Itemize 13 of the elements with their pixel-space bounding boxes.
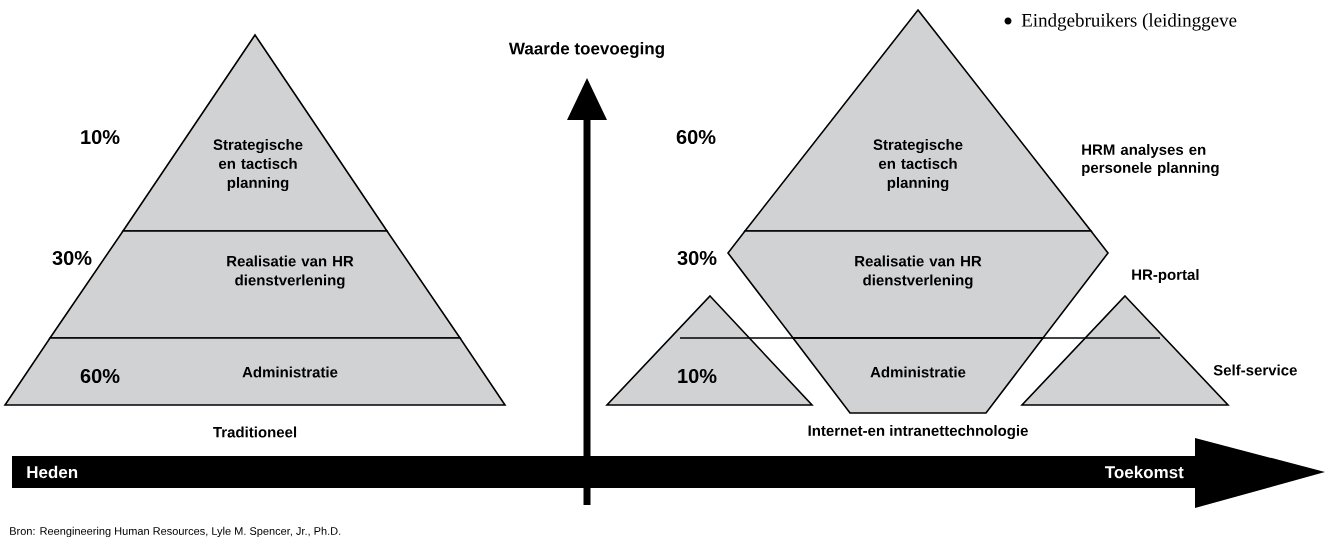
percentage-label: 10% [678,368,717,384]
percentage-label: 60% [676,129,716,145]
percentage-label: 30% [52,250,92,266]
label-text: Self-service [1213,364,1297,376]
percentage-label: 30% [677,250,717,266]
axis-label: Waarde toevoeging [508,42,664,58]
axis-label: Heden [27,465,78,479]
percentage-label: 60% [80,368,120,384]
label-text: HR-portal [1132,269,1199,283]
label-text: Internet-en intranettechnologie [808,424,1028,439]
label-text: Traditioneel [213,426,297,438]
source-note: Bron: Reengineering Human Resources, Lyle M. Spencer, Jr., Ph.D. [10,526,341,538]
axis-label: Toekomst [1104,465,1184,479]
